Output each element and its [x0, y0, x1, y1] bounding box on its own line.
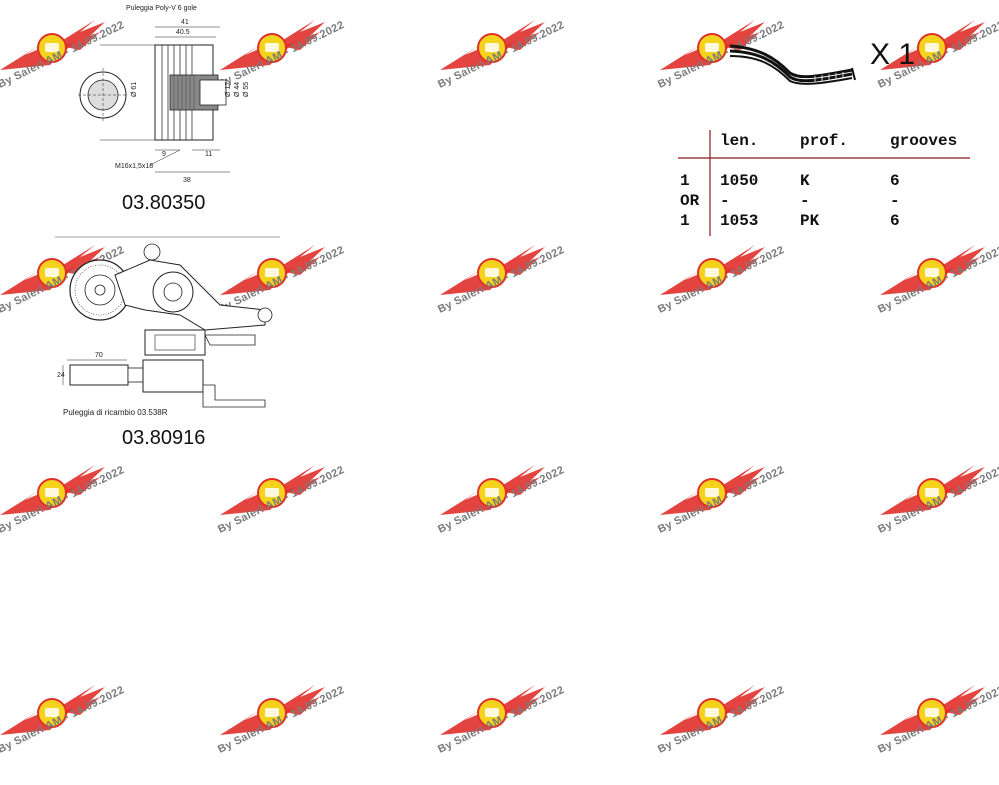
winged-logo-icon — [440, 245, 545, 295]
row2-len: - — [720, 192, 730, 210]
winged-logo-icon — [440, 20, 545, 70]
dim-9: 9 — [162, 151, 166, 158]
watermark-text: By Saleri AM - 14.09.2022 — [216, 683, 347, 756]
dim-38: 38 — [183, 177, 191, 184]
header-prof: prof. — [800, 132, 849, 150]
part-code-1: 03.80350 — [122, 192, 206, 214]
watermark-text: By Saleri AM - 14.09.2022 — [436, 243, 567, 316]
watermark-text: By Saleri AM - 14.09.2022 — [0, 683, 127, 756]
winged-logo-icon — [220, 465, 325, 515]
watermark-logo: By Saleri AM - 14.09.2022 — [436, 235, 590, 345]
watermark-logo: By Saleri AM - 14.09.2022 — [0, 675, 150, 785]
watermark-logo: By Saleri AM - 14.09.2022 — [876, 675, 999, 785]
watermark-logo: By Saleri AM - 14.09.2022 — [0, 455, 150, 565]
dim-11: 11 — [205, 151, 212, 158]
tensioner-diagram: 70 24 Puleggia di ricambio 03.538R — [55, 236, 280, 417]
winged-logo-icon — [880, 245, 985, 295]
watermark-logo: By Saleri AM - 14.09.2022 — [436, 10, 590, 120]
dim-41: 41 — [181, 19, 189, 26]
winged-logo-icon — [880, 465, 985, 515]
pulley-drawing: Puleggia Poly-V 6 gole 41 40.5 Ø 61 Ø 17 — [70, 0, 270, 190]
pulley-title: Puleggia Poly-V 6 gole — [126, 5, 197, 12]
winged-logo-icon — [0, 685, 105, 735]
watermark-text: By Saleri AM - 14.09.2022 — [656, 683, 787, 756]
watermark-logo: By Saleri AM - 14.09.2022 — [876, 455, 999, 565]
watermark-text: By Saleri AM - 14.09.2022 — [656, 243, 787, 316]
watermark-text: By Saleri AM - 14.09.2022 — [876, 243, 999, 316]
watermark-text: By Saleri AM - 14.09.2022 — [216, 463, 347, 536]
dim-40-5: 40.5 — [176, 29, 190, 36]
dim-61: Ø 61 — [131, 82, 138, 97]
dim-70: 70 — [95, 352, 103, 359]
dim-44: Ø 44 — [234, 82, 241, 97]
tensioner-drawing: 70 24 Puleggia di ricambio 03.538R — [55, 235, 285, 420]
winged-logo-icon — [220, 685, 325, 735]
row3-len: 1053 — [720, 212, 759, 230]
watermark-text: By Saleri AM - 14.09.2022 — [436, 683, 567, 756]
watermark-logo: By Saleri AM - 14.09.2022 — [216, 675, 370, 785]
watermark-text: By Saleri AM - 14.09.2022 — [436, 18, 567, 91]
pulley-diagram: Puleggia Poly-V 6 gole 41 40.5 Ø 61 Ø 17 — [78, 5, 250, 184]
row3-prof: PK — [800, 212, 820, 230]
row1-grooves: 6 — [890, 172, 900, 190]
watermark-logo: By Saleri AM - 14.09.2022 — [436, 455, 590, 565]
winged-logo-icon — [660, 465, 765, 515]
watermark-logo: By Saleri AM - 14.09.2022 — [876, 235, 999, 345]
tensioner-caption: Puleggia di ricambio 03.538R — [63, 408, 168, 417]
part-code-2: 03.80916 — [122, 427, 206, 449]
belt-multiplier: X 1 — [870, 38, 916, 71]
belt-illustration — [729, 38, 970, 88]
dim-17: Ø 17 — [225, 82, 232, 97]
watermark-logo: By Saleri AM - 14.09.2022 — [436, 675, 590, 785]
watermark-text: By Saleri AM - 14.09.2022 — [656, 463, 787, 536]
row2-qty: OR — [680, 192, 700, 210]
watermark-text: By Saleri AM - 14.09.2022 — [876, 463, 999, 536]
row1-qty: 1 — [680, 172, 690, 190]
row3-grooves: 6 — [890, 212, 900, 230]
winged-logo-icon — [660, 685, 765, 735]
winged-logo-icon — [0, 465, 105, 515]
belt-spec-table: len. prof. grooves 1 1050 K 6 OR - - - 1… — [668, 128, 978, 238]
row1-prof: K — [800, 172, 810, 190]
row2-prof: - — [800, 192, 810, 210]
winged-logo-icon — [440, 685, 545, 735]
watermark-logo: By Saleri AM - 14.09.2022 — [216, 455, 370, 565]
table-lines — [678, 130, 970, 236]
header-len: len. — [720, 132, 759, 150]
watermark-logo: By Saleri AM - 14.09.2022 — [656, 455, 810, 565]
watermark-text: By Saleri AM - 14.09.2022 — [876, 683, 999, 756]
row3-qty: 1 — [680, 212, 690, 230]
dim-thread: M16x1,5x18 — [115, 163, 153, 170]
dim-55: Ø 55 — [243, 82, 250, 97]
poly-v-belt-icon — [729, 44, 856, 85]
row2-grooves: - — [890, 192, 900, 210]
winged-logo-icon — [660, 245, 765, 295]
header-grooves: grooves — [890, 132, 958, 150]
winged-logo-icon — [880, 685, 985, 735]
watermark-text: By Saleri AM - 14.09.2022 — [0, 463, 127, 536]
winged-logo-icon — [440, 465, 545, 515]
row1-len: 1050 — [720, 172, 759, 190]
watermark-text: By Saleri AM - 14.09.2022 — [436, 463, 567, 536]
dim-24: 24 — [57, 372, 65, 379]
watermark-logo: By Saleri AM - 14.09.2022 — [656, 235, 810, 345]
watermark-logo: By Saleri AM - 14.09.2022 — [656, 675, 810, 785]
